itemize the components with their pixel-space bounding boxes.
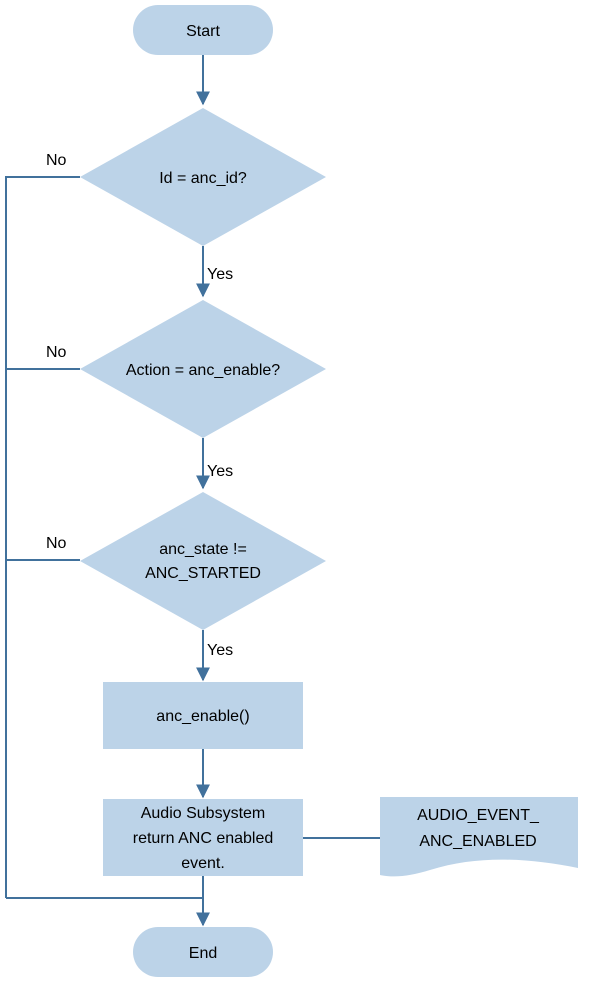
process-audio-subsystem bbox=[103, 799, 303, 876]
decision-anc-state bbox=[80, 492, 326, 630]
start-terminator bbox=[133, 5, 273, 55]
start-label: Start bbox=[186, 23, 220, 40]
yes-label-2: Yes bbox=[207, 463, 233, 480]
decision-anc-state-label-line1: anc_state != bbox=[159, 541, 247, 558]
no-label-2: No bbox=[46, 344, 67, 361]
connector-no-branch-1 bbox=[5, 176, 80, 898]
process-audio-subsystem-label-line1: Audio Subsystem bbox=[141, 805, 266, 822]
document-label-line1: AUDIO_EVENT_ bbox=[417, 807, 540, 824]
decision-action bbox=[80, 300, 326, 438]
decision-id bbox=[80, 108, 326, 246]
no-label-3: No bbox=[46, 535, 67, 552]
process-anc-enable bbox=[103, 682, 303, 749]
document-label-line2: ANC_ENABLED bbox=[419, 833, 536, 850]
yes-label-1: Yes bbox=[207, 266, 233, 283]
end-terminator bbox=[133, 927, 273, 977]
yes-label-3: Yes bbox=[207, 642, 233, 659]
process-audio-subsystem-label-line2: return ANC enabled bbox=[133, 830, 274, 847]
end-label: End bbox=[189, 945, 217, 962]
document-audio-event bbox=[380, 797, 578, 877]
process-anc-enable-label: anc_enable() bbox=[156, 708, 249, 725]
decision-id-label: Id = anc_id? bbox=[159, 170, 247, 187]
decision-action-label: Action = anc_enable? bbox=[126, 362, 280, 379]
decision-anc-state-label-line2: ANC_STARTED bbox=[145, 565, 261, 582]
no-label-1: No bbox=[46, 152, 67, 169]
process-audio-subsystem-label-line3: event. bbox=[181, 855, 225, 872]
